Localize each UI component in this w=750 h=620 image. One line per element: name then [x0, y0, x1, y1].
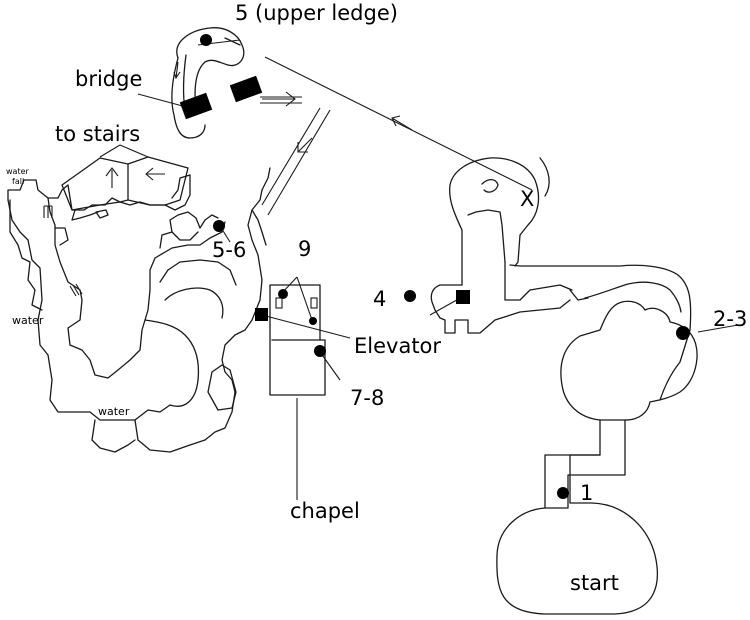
waypoint-dot-icon — [309, 317, 317, 325]
chapel-pew-icon — [310, 297, 318, 309]
elevator-square-icon — [255, 308, 268, 321]
central-chamber-outline — [430, 157, 573, 334]
stairs-boxes — [61, 144, 189, 211]
waypoint-dot-icon — [200, 34, 212, 46]
label-9: 9 — [298, 237, 311, 261]
waypoint-dots — [200, 34, 690, 499]
label-7-8: 7-8 — [350, 386, 384, 410]
label-waterfall-2: fall — [12, 177, 24, 186]
chapel-pew-icon — [275, 297, 283, 309]
waypoint-dot-icon — [314, 345, 326, 357]
label-water-left: water — [12, 314, 44, 327]
arrow-east — [262, 91, 296, 107]
arrow-southwest — [297, 137, 313, 153]
label-chapel: chapel — [290, 499, 360, 523]
label-4: 4 — [373, 287, 386, 311]
west-network-outline — [7, 167, 271, 453]
label-elevator: Elevator — [354, 334, 441, 358]
waypoint-dot-icon — [278, 289, 288, 299]
direction-arrows — [105, 91, 413, 188]
label-2-3: 2-3 — [713, 307, 747, 331]
route-lines — [260, 56, 533, 216]
label-water-bottom: water — [98, 405, 130, 418]
bridge-blocks — [179, 75, 263, 120]
label-to-stairs: to stairs — [55, 122, 140, 146]
label-waterfall-1: water — [6, 167, 30, 176]
east-loop-outline — [509, 264, 698, 421]
elevator-square-icon — [456, 290, 470, 304]
waterfall-hatch — [43, 205, 83, 297]
waypoint-dot-icon — [213, 220, 225, 232]
elevator-blocks — [255, 290, 470, 321]
start-area-outline — [496, 419, 659, 615]
bridge-block-icon — [179, 92, 213, 120]
label-1: 1 — [580, 481, 593, 505]
label-upper-ledge: 5 (upper ledge) — [235, 1, 398, 25]
waypoint-dot-icon — [557, 487, 569, 499]
waypoint-dot-icon — [676, 326, 690, 340]
waypoint-dot-icon — [404, 290, 416, 302]
arrow-north — [105, 167, 119, 188]
label-x-marker: X — [520, 187, 534, 211]
label-bridge: bridge — [75, 67, 142, 91]
arrow-northwest — [391, 115, 413, 131]
bridge-block-icon — [229, 75, 263, 103]
chapel-outline — [269, 284, 326, 500]
label-5-6: 5-6 — [212, 238, 246, 262]
label-start: start — [570, 571, 619, 595]
arrow-west — [145, 167, 165, 181]
